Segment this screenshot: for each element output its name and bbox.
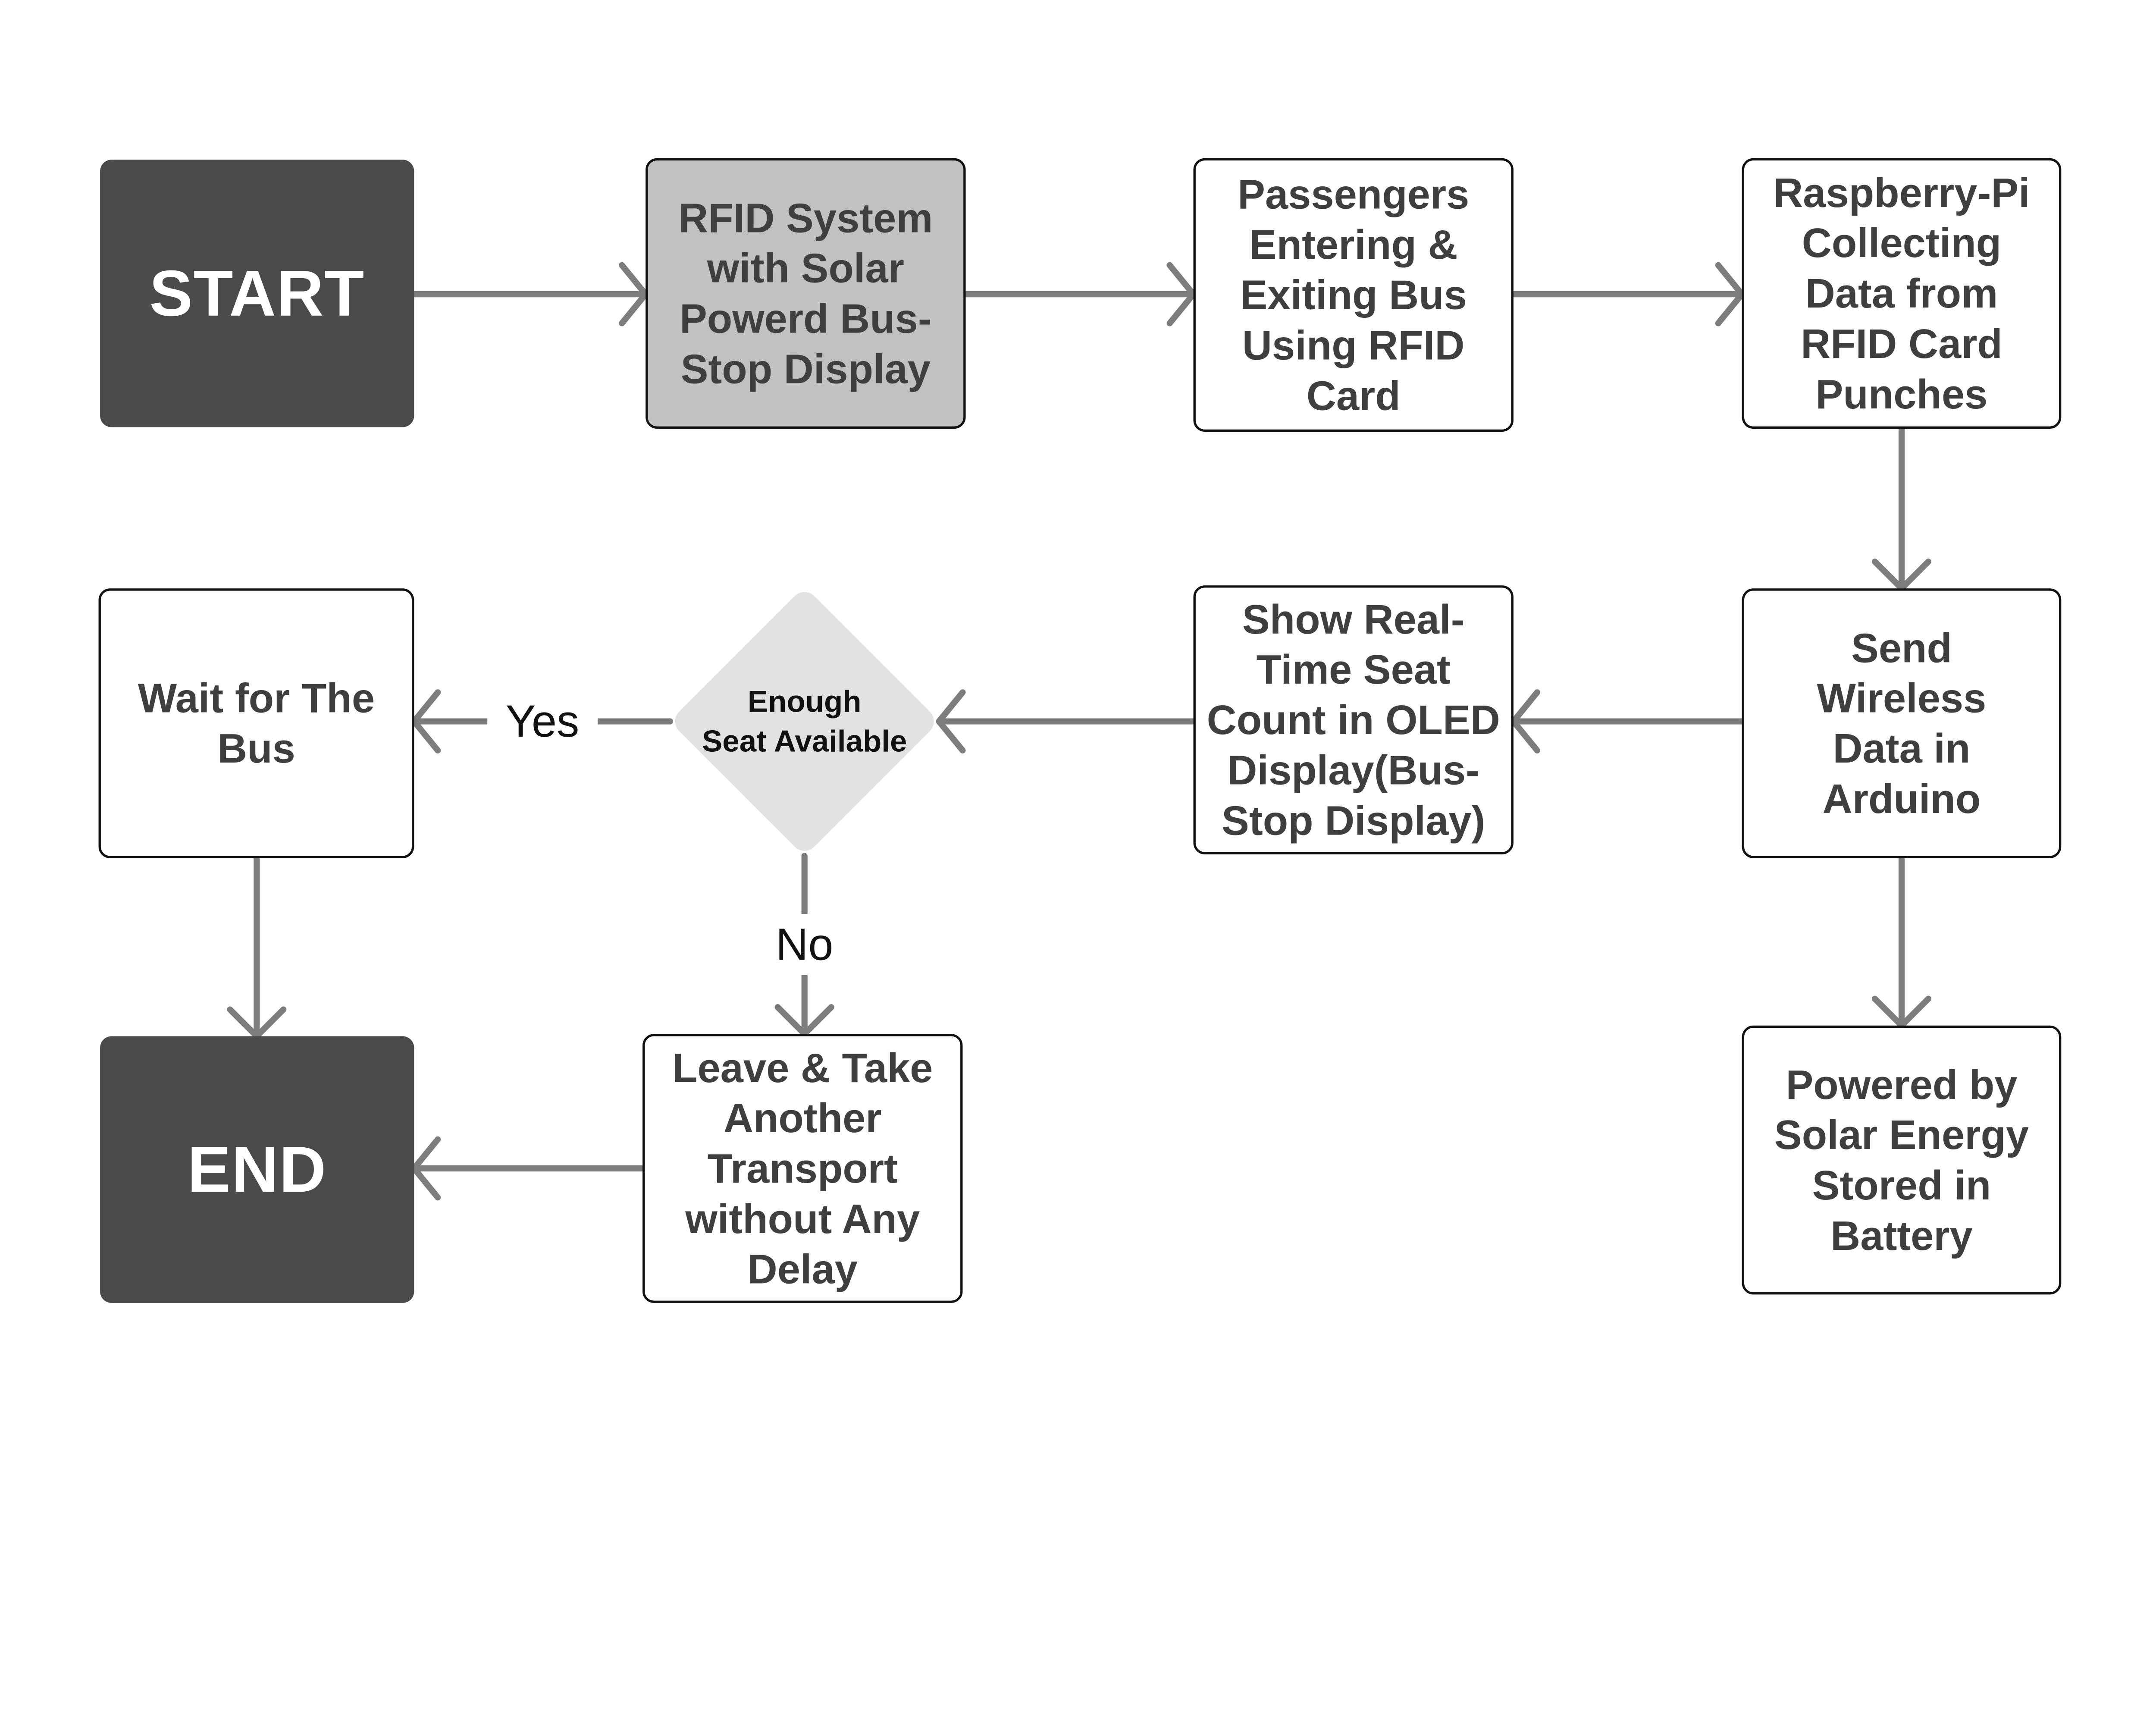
node-raspberry-pi: Raspberry-Pi Collecting Data from RFID C… — [1742, 158, 2062, 429]
node-start: START — [100, 160, 414, 427]
decision-label: Enough Seat Available — [702, 684, 907, 758]
node-end: END — [100, 1036, 414, 1303]
node-show-seat-count: Show Real- Time Seat Count in OLED Displ… — [1193, 585, 1514, 854]
flowchart-canvas: START RFID System with Solar Powerd Bus-… — [98, 158, 2062, 1303]
arrow-wait-to-end — [227, 855, 287, 1039]
arrow-send-to-show — [1510, 689, 1745, 753]
arrow-show-to-decision — [936, 689, 1197, 753]
node-send-wireless: Send Wireless Data in Arduino — [1742, 588, 2062, 858]
node-passengers: Passengers Entering & Exiting Bus Using … — [1193, 158, 1514, 432]
arrow-raspberry-to-send — [1871, 425, 1932, 592]
node-rfid-system: RFID System with Solar Powerd Bus- Stop … — [646, 158, 966, 429]
edge-label-no: No — [757, 914, 852, 975]
edge-label-yes: Yes — [487, 691, 598, 752]
arrow-send-to-powered — [1871, 855, 1932, 1029]
arrow-leave-to-end — [411, 1136, 646, 1201]
node-wait-for-bus: Wait for The Bus — [98, 588, 414, 858]
arrow-rfid-to-passengers — [962, 262, 1197, 326]
node-leave-transport: Leave & Take Another Transport without A… — [642, 1034, 963, 1303]
arrow-start-to-rfid — [411, 262, 649, 326]
node-powered-solar: Powered by Solar Energy Stored in Batter… — [1742, 1025, 2062, 1295]
arrow-passengers-to-raspberry — [1510, 262, 1745, 326]
